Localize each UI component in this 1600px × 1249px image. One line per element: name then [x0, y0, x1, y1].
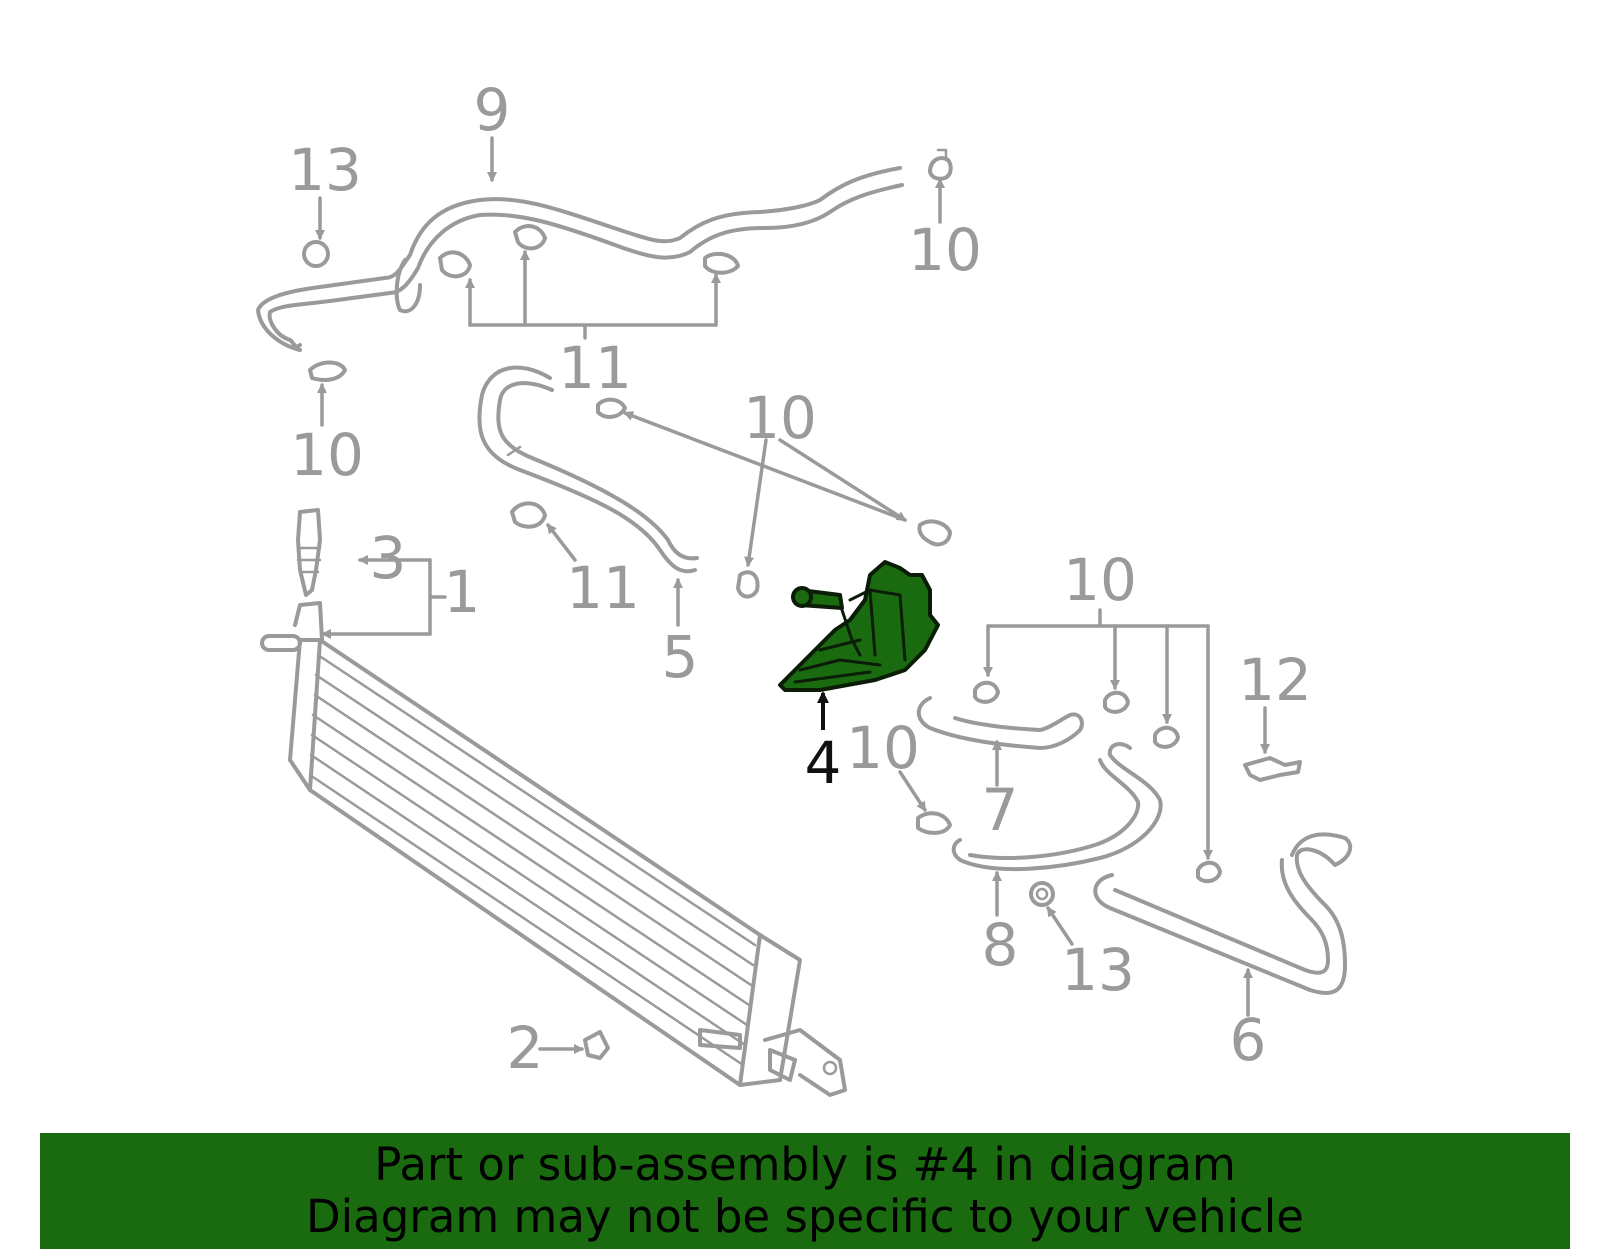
- highlighted-part-4[interactable]: [778, 560, 940, 692]
- callout-7: 7: [982, 776, 1019, 844]
- clamp-11-a[interactable]: [438, 250, 472, 279]
- banner-line-1: Part or sub-assembly is #4 in diagram: [374, 1138, 1236, 1191]
- bolt-part-2[interactable]: [583, 1030, 610, 1060]
- callout-10-mid: 10: [743, 384, 817, 452]
- hose-part-7[interactable]: [916, 696, 1084, 750]
- leader-lines: [315, 136, 1270, 1054]
- sensor-part-3[interactable]: [296, 508, 322, 597]
- clip-part-12[interactable]: [1243, 756, 1302, 782]
- clamp-10-lower[interactable]: [736, 570, 760, 599]
- clamp-10-mid[interactable]: [596, 397, 627, 419]
- callout-12: 12: [1238, 646, 1312, 714]
- clamp-10-top-right[interactable]: [928, 148, 953, 181]
- callout-11-top: 11: [558, 334, 632, 402]
- hose-part-8[interactable]: [951, 742, 1163, 872]
- clamp-10-right-2[interactable]: [1103, 690, 1130, 714]
- clamp-11-d[interactable]: [510, 501, 547, 529]
- clamp-10-right-1[interactable]: [973, 680, 1000, 704]
- callout-10-bottom: 10: [846, 714, 920, 782]
- callout-8: 8: [982, 911, 1019, 979]
- callout-5: 5: [662, 623, 699, 691]
- callout-1: 1: [444, 558, 481, 626]
- callout-13-bottom: 13: [1061, 936, 1135, 1004]
- clamp-10-right-4[interactable]: [1196, 860, 1222, 884]
- callout-11-lower: 11: [566, 554, 640, 622]
- clamp-11-b[interactable]: [513, 224, 547, 251]
- clamp-10-left[interactable]: [308, 360, 347, 382]
- callout-13-top: 13: [288, 136, 362, 204]
- callout-4: 4: [805, 729, 842, 797]
- banner-line-2: Diagram may not be specific to your vehi…: [306, 1190, 1304, 1243]
- callout-6: 6: [1230, 1006, 1267, 1074]
- clamp-10-bottom[interactable]: [916, 811, 952, 835]
- callout-9: 9: [474, 76, 511, 144]
- clamp-11-c[interactable]: [703, 251, 740, 275]
- clamp-10-mid-right[interactable]: [917, 519, 952, 547]
- hose-part-9[interactable]: [256, 166, 904, 352]
- callout-10-top-right: 10: [908, 216, 982, 284]
- callout-10-right: 10: [1063, 546, 1137, 614]
- grommet-13-bottom[interactable]: [1029, 881, 1055, 907]
- clamp-10-right-3[interactable]: [1153, 725, 1180, 749]
- info-banner: Part or sub-assembly is #4 in diagram Di…: [40, 1133, 1570, 1249]
- callout-10-left: 10: [290, 421, 364, 489]
- grommet-13-top[interactable]: [302, 240, 330, 268]
- oil-cooler-part-1[interactable]: [260, 601, 847, 1097]
- hose-part-6[interactable]: [1093, 832, 1353, 995]
- callout-3: 3: [370, 524, 407, 592]
- hose-part-5[interactable]: [477, 365, 699, 574]
- callout-2: 2: [507, 1014, 544, 1082]
